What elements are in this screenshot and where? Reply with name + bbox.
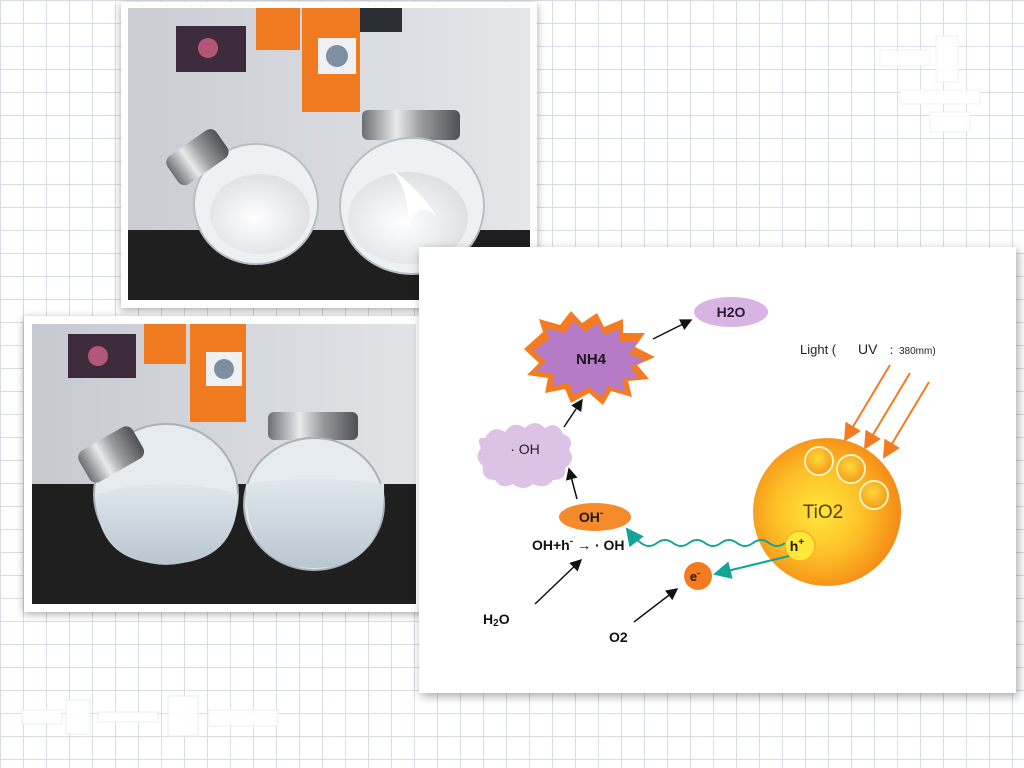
hydroxide-ion-bubble: OH- bbox=[559, 503, 631, 531]
nh4-label: NH4 bbox=[576, 351, 607, 368]
svg-text:OH-: OH- bbox=[579, 508, 603, 525]
electron-particle: e- bbox=[684, 562, 712, 590]
uv-label: UV bbox=[858, 341, 878, 357]
arrow-o2-to-electron bbox=[633, 588, 679, 623]
arrow-oh-to-nh4 bbox=[563, 398, 583, 428]
h2o-bottom-o: O bbox=[499, 611, 510, 627]
h2o-product-bubble: H2O bbox=[694, 297, 768, 327]
reaction-prefix: OH+h bbox=[532, 537, 570, 553]
powder-jars-photo bbox=[121, 2, 537, 308]
o2-label: O2 bbox=[609, 629, 628, 645]
h2o-bottom-sub: 2 bbox=[493, 618, 499, 629]
hydroxide-charge: - bbox=[600, 508, 603, 519]
h2o-bottom-h: H bbox=[483, 611, 493, 627]
uv-ray-1 bbox=[843, 364, 891, 442]
arrow-h2o-to-reaction bbox=[534, 558, 583, 605]
reaction-suffix: → · OH bbox=[577, 537, 624, 553]
hydroxide-label: OH bbox=[579, 509, 600, 525]
reaction-formula: OH+h-→ · OH bbox=[532, 536, 625, 553]
tio2-photocatalysis-diagram: H2O NH4 Light ( UV ：380mm) · OH OH- bbox=[419, 247, 1016, 693]
nh4-starburst: NH4 bbox=[524, 311, 655, 405]
arrow-nh4-to-h2o bbox=[652, 319, 693, 340]
electron-label: e bbox=[690, 569, 697, 584]
reaction-sup: - bbox=[570, 536, 573, 547]
tio2-sphere: TiO2 bbox=[753, 438, 901, 586]
h2o-reactant-label: H2O bbox=[483, 611, 510, 629]
uv-ray-3 bbox=[882, 381, 930, 459]
h2o-top-label: H2O bbox=[717, 304, 746, 320]
svg-text:h+: h+ bbox=[790, 537, 805, 554]
hole-particle: h+ bbox=[784, 530, 816, 562]
arrow-sphere-to-electron bbox=[713, 555, 790, 579]
electron-charge: - bbox=[697, 568, 700, 578]
hole-label: h bbox=[790, 538, 799, 554]
hydroxyl-radical-label: · OH bbox=[510, 441, 540, 457]
arrow-ohminus-to-oh bbox=[565, 467, 578, 500]
tio2-label: TiO2 bbox=[803, 502, 843, 523]
wavy-arrow-hole-to-hydroxide bbox=[625, 527, 786, 548]
background-decoration-right bbox=[870, 30, 1000, 140]
hole-charge: + bbox=[798, 537, 804, 548]
uv-ray-2 bbox=[863, 372, 911, 450]
hydroxyl-radical-cloud: · OH bbox=[477, 423, 573, 488]
wavelength-label: ：380mm) bbox=[889, 346, 936, 357]
background-decoration-left bbox=[18, 690, 288, 750]
liquid-jars-photo bbox=[24, 316, 424, 612]
svg-text:e-: e- bbox=[690, 568, 700, 584]
light-label: Light ( bbox=[800, 342, 837, 357]
